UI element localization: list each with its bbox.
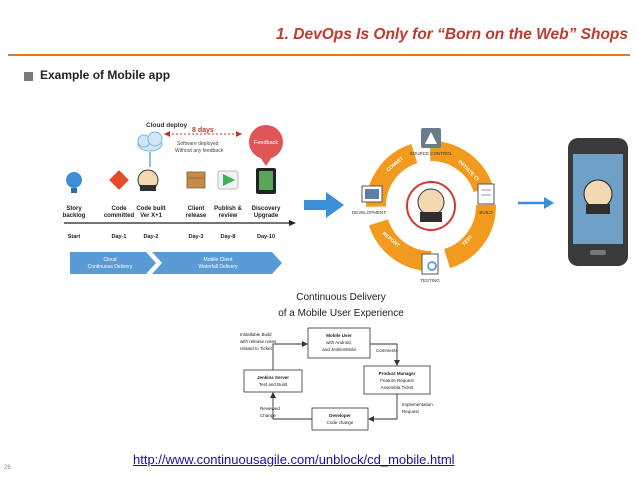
source-control-icon	[421, 128, 441, 148]
box-icon	[186, 171, 206, 189]
cloud-icon	[137, 131, 163, 152]
feedback-label: Feedback	[254, 140, 278, 146]
title-divider	[8, 54, 630, 56]
node-source-control: SOURCE CONTROL	[410, 151, 453, 156]
edge-installable-1: Installable Build	[240, 332, 272, 337]
mobile-user-title: Mobile User	[326, 333, 352, 338]
slide-title: 1. DevOps Is Only for “Born on the Web” …	[276, 26, 628, 43]
edge-comments: Comments	[376, 348, 399, 353]
edge-reviewed-2: Change	[260, 413, 276, 418]
mobile-user-line-3: and JenkinsMobi	[322, 347, 356, 352]
day-1: Day-1	[112, 234, 127, 240]
edge-implementation-1: Implementation	[402, 402, 433, 407]
node-testing: TESTING	[420, 278, 440, 283]
edge-installable-2: with release notes	[240, 339, 277, 344]
note-line-2: Without any feedback	[175, 148, 224, 154]
cd-title-2: of a Mobile User Experience	[278, 308, 404, 319]
step-6-label: Discovery	[252, 206, 281, 212]
devops-cycle-diagram: COMMIT INITIATE CI TEST REPORT SOURCE CO…	[352, 128, 496, 283]
days-label: 8 days	[192, 127, 214, 134]
cloud-banner	[70, 252, 156, 274]
day-10: Day-10	[257, 234, 275, 240]
step-5-label: Publish &	[214, 206, 242, 212]
bullet-square	[24, 72, 33, 81]
tablet-icon	[256, 168, 276, 194]
cd-title-1: Continuous Delivery	[296, 292, 386, 303]
product-manager-line-2: Feature Request	[380, 378, 414, 383]
jenkins-center-icon	[406, 181, 456, 231]
product-manager-title: Product Manager	[379, 371, 416, 376]
product-manager-line-3: Assembla Ticket	[381, 385, 415, 390]
step-4-label-b: release	[186, 213, 207, 219]
day-start: Start	[68, 234, 81, 240]
edge-reviewed-1: Reviewed	[260, 406, 280, 411]
flow-arrow-2	[518, 197, 554, 209]
step-1-label-b: backlog	[63, 213, 86, 219]
step-6-label-b: Upgrade	[254, 213, 279, 219]
box-mobile-user	[307, 327, 371, 359]
step-3-label: Code built	[136, 206, 165, 212]
jenkins-title: Jenkins Server	[257, 375, 289, 380]
step-1-label: Story	[66, 206, 82, 212]
edge-implementation-2: Request	[402, 409, 420, 414]
node-build: BUILD	[479, 210, 493, 215]
cloud-deploy-label: Cloud deploy	[146, 122, 188, 129]
slide-number: 26	[4, 465, 11, 471]
phone-icon	[568, 138, 628, 266]
step-5-label-b: review	[219, 213, 238, 219]
bulb-icon	[66, 172, 82, 193]
bullet-text: Example of Mobile app	[40, 68, 171, 82]
flow-arrow-1	[304, 192, 344, 218]
node-development: DEVELOPMENT	[352, 210, 386, 215]
jenkins-line-2: Test and Build	[259, 382, 288, 387]
mobile-user-line-2: with Android,	[326, 340, 352, 345]
step-2-label-b: committed	[104, 213, 135, 219]
note-line-1: Software deployed	[177, 141, 219, 147]
box-jenkins-server	[243, 369, 303, 393]
play-store-icon	[217, 170, 239, 190]
source-link[interactable]: http://www.continuousagile.com/unblock/c…	[133, 452, 455, 467]
developer-title: Developer	[329, 413, 351, 418]
testing-icon	[421, 253, 439, 275]
box-product-manager	[363, 365, 431, 395]
jenkins-icon	[137, 169, 159, 191]
box-developer	[311, 407, 369, 431]
feedback-bubble	[249, 125, 283, 166]
day-3: Day-3	[189, 234, 204, 240]
developer-line-2: Code change	[327, 420, 354, 425]
development-icon	[361, 185, 383, 203]
banner-1-line-2: Continuous Delivery	[88, 264, 133, 270]
mobile-banner	[152, 252, 282, 274]
step-3-label-b: Ver X+1	[140, 213, 163, 219]
edge-installable-3: related to Ticket	[240, 346, 273, 351]
continuous-delivery-diagram: Continuous Delivery of a Mobile User Exp…	[240, 292, 433, 431]
banner-2-line-1: Mobile Client	[204, 257, 234, 263]
build-icon	[477, 183, 495, 205]
day-2: Day-2	[144, 234, 159, 240]
banner-2-line-2: Waterfall Delivery	[199, 264, 238, 270]
step-2-label: Code	[112, 206, 128, 212]
day-8: Day-8	[221, 234, 236, 240]
git-icon	[109, 170, 129, 190]
step-4-label: Client	[188, 206, 205, 212]
mobile-timeline-diagram: Cloud deploy 8 days Software deployed Wi…	[63, 122, 296, 274]
banner-1-line-1: Cloud	[103, 257, 116, 263]
